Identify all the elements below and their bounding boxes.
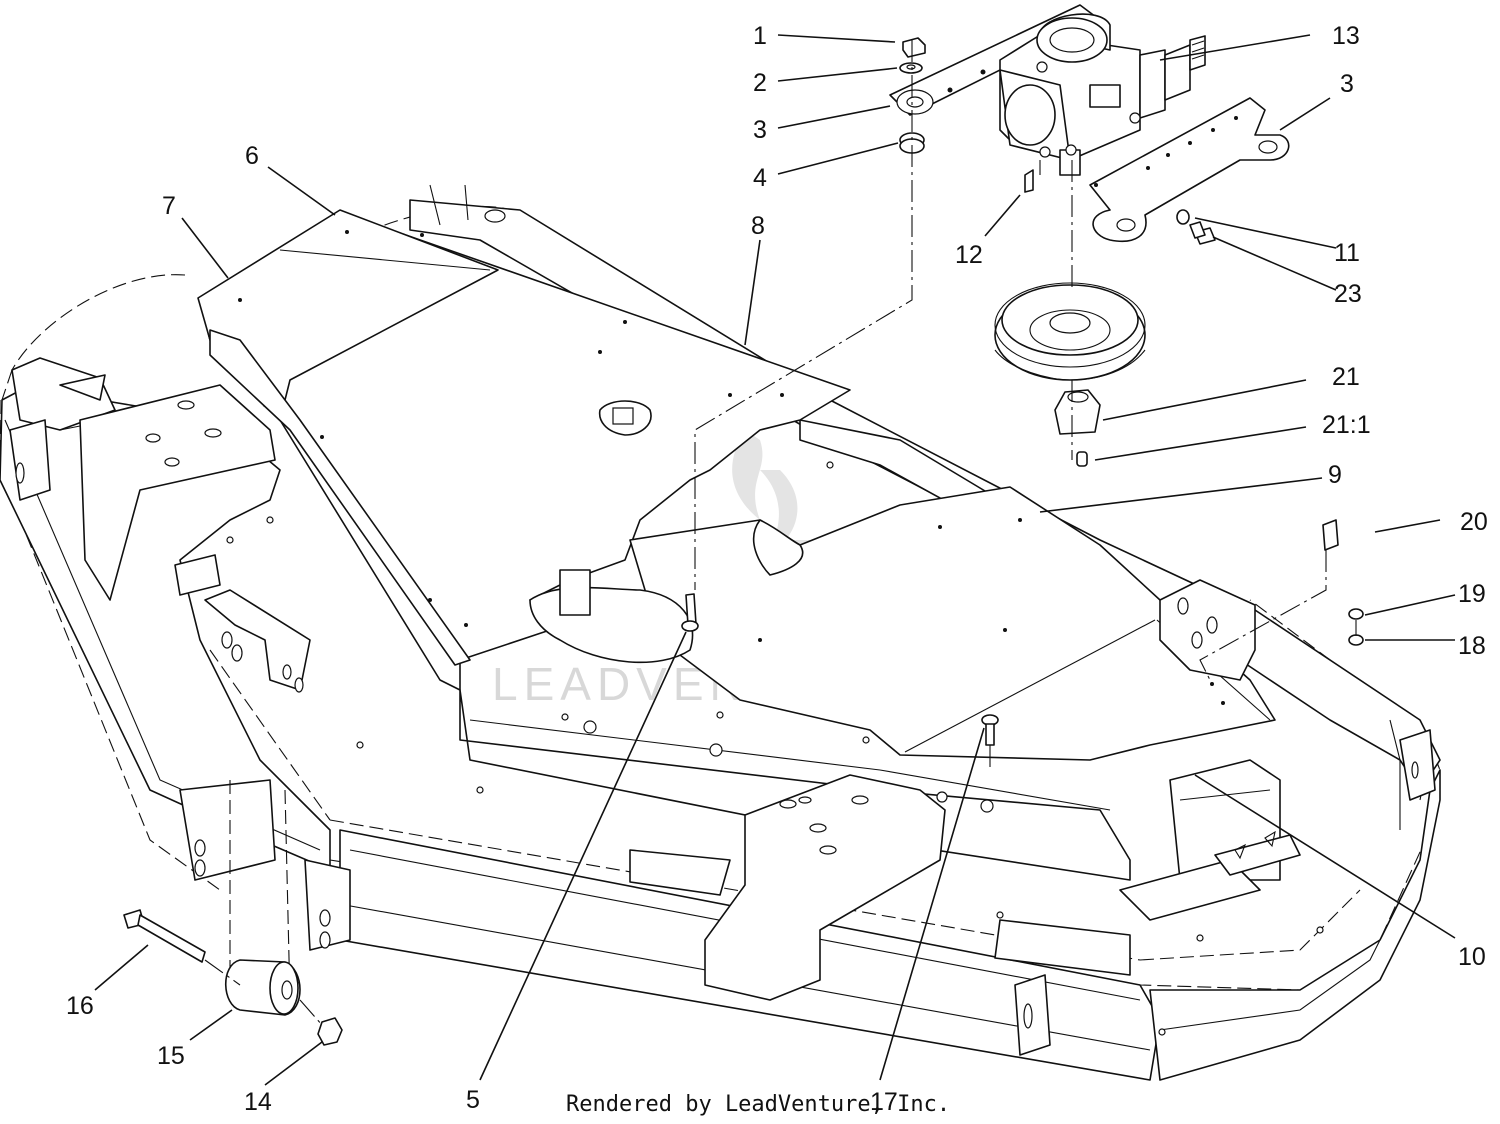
callout-9: 9 [1328, 461, 1342, 489]
nut-part-19 [1348, 608, 1364, 620]
callout-5: 5 [466, 1086, 480, 1114]
callout-2: 2 [753, 69, 767, 97]
front-mount-bracket-right [1014, 579, 1436, 1056]
bolt-part-16 [123, 909, 206, 963]
center-pulley-cutaway [529, 569, 694, 664]
callout-20: 20 [1460, 508, 1488, 536]
taper-bushing-part-21 [1054, 389, 1101, 435]
leader-lines [94, 34, 1456, 1086]
callout-18: 18 [1458, 632, 1486, 660]
callout-3-left: 3 [753, 116, 767, 144]
bolt-part-23 [1189, 221, 1216, 245]
callout-labels: 1 2 3 4 5 6 7 8 9 10 11 12 13 14 15 16 1… [66, 22, 1488, 1116]
callout-11: 11 [1334, 239, 1360, 267]
callout-16: 16 [66, 992, 94, 1020]
callout-23: 23 [1334, 280, 1362, 308]
gauge-wheel-part-15 [225, 959, 301, 1016]
nut-part-18 [1348, 634, 1364, 646]
callout-12: 12 [955, 241, 983, 269]
lockwasher-part-11 [1176, 209, 1190, 225]
callout-15: 15 [157, 1042, 185, 1070]
bolt-part-17 [981, 714, 999, 746]
callout-21-1: 21:1 [1322, 411, 1371, 439]
nut-part-14 [317, 1017, 343, 1046]
callout-10: 10 [1458, 943, 1486, 971]
callout-14: 14 [244, 1088, 272, 1116]
pulley [994, 282, 1146, 381]
callout-4: 4 [753, 164, 767, 192]
washer-part-2 [899, 62, 923, 74]
setscrew-part-21-1 [1076, 451, 1088, 467]
gearbox-part-13 [889, 4, 1206, 176]
callout-8: 8 [751, 212, 765, 240]
callout-13: 13 [1332, 22, 1360, 50]
belt-cover-left-flap-part-6-7 [197, 209, 499, 666]
bolt-part-5 [681, 593, 699, 632]
assembly-guide-lines [204, 40, 1357, 1026]
callout-21: 21 [1332, 363, 1360, 391]
callout-6: 6 [245, 142, 259, 170]
callout-7: 7 [162, 192, 176, 220]
callout-17: 17 [870, 1088, 898, 1116]
nut-part-1 [902, 37, 926, 58]
front-mount-bracket-center [704, 774, 946, 1001]
front-mount-bracket-left [179, 779, 351, 1001]
mid-mount-bracket-left [204, 589, 311, 693]
gearbox-bracket-right-part-3 [1089, 97, 1290, 242]
render-credit: Rendered by LeadVenture, Inc. [566, 1092, 950, 1117]
decal-part-20 [1322, 519, 1339, 551]
belt-cover-right-part-9 [629, 486, 1276, 761]
callout-1: 1 [753, 22, 767, 50]
key-part-12 [1024, 169, 1034, 193]
rear-mount-bracket-left [9, 384, 276, 601]
callout-3-right: 3 [1340, 70, 1354, 98]
callout-19: 19 [1458, 580, 1486, 608]
mower-deck-shell [0, 205, 1441, 1081]
